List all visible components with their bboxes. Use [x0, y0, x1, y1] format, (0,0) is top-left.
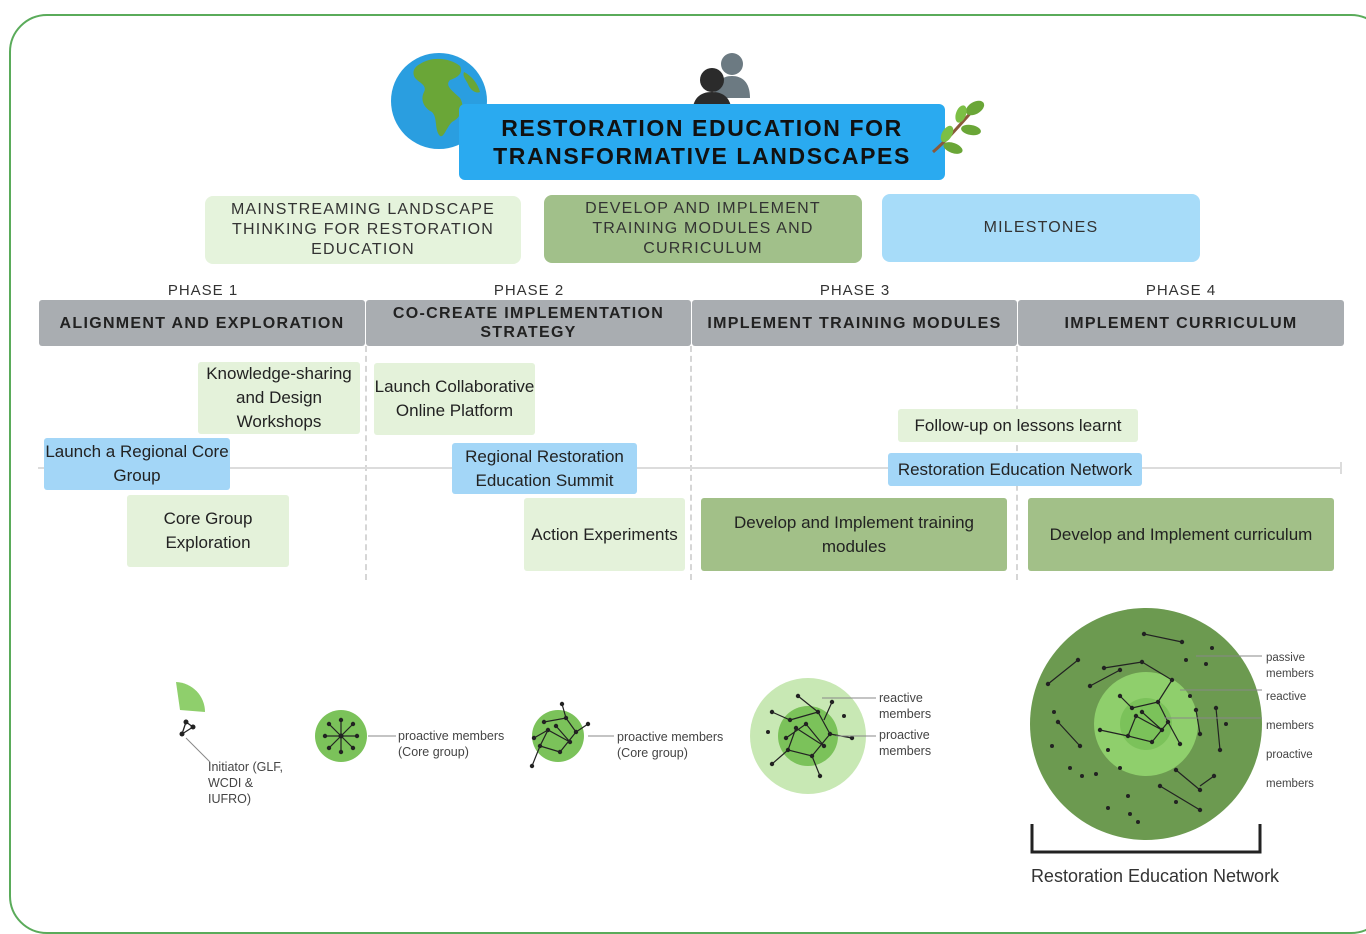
phase-2-label: PHASE 2: [493, 282, 565, 299]
title-line-1: RESTORATION EDUCATION FOR: [501, 115, 903, 141]
timeline-axis: [38, 467, 1342, 469]
activity-core-group-exploration: Core Group Exploration: [127, 495, 289, 567]
category-training: DEVELOP AND IMPLEMENT TRAINING MODULES A…: [544, 195, 862, 263]
page-title: RESTORATION EDUCATION FOR TRANSFORMATIVE…: [459, 114, 945, 170]
phase-1-header: ALIGNMENT AND EXPLORATION: [39, 300, 365, 346]
phase-2-header: CO-CREATE IMPLEMENTATION STRATEGY: [366, 300, 691, 346]
category-mainstreaming: MAINSTREAMING LANDSCAPE THINKING FOR RES…: [205, 196, 521, 264]
phase-divider: [690, 346, 692, 580]
network-stage-3: [529, 701, 614, 769]
reactive-label-4: reactive members: [1266, 691, 1314, 732]
network-title: Restoration Education Network: [1030, 866, 1280, 886]
reactive-label-3: reactive members: [879, 691, 932, 721]
passive-label: passive members: [1266, 652, 1314, 680]
activity-develop-modules: Develop and Implement training modules: [701, 498, 1007, 571]
phase-3-label: PHASE 3: [819, 282, 891, 299]
activity-develop-curriculum: Develop and Implement curriculum: [1028, 498, 1334, 571]
phase-4-label: PHASE 4: [1145, 282, 1217, 299]
activity-action-experiments: Action Experiments: [524, 498, 685, 571]
phase-divider: [365, 346, 367, 580]
proactive-core-label-2: proactive members (Core group): [617, 730, 724, 760]
title-banner: [459, 104, 945, 180]
activity-follow-up: Follow-up on lessons learnt: [898, 409, 1138, 442]
title-line-2: TRANSFORMATIVE LANDSCAPES: [493, 143, 911, 169]
milestone-launch-core-group: Launch a Regional Core Group: [44, 438, 230, 490]
activity-knowledge-sharing: Knowledge-sharing and Design Workshops: [198, 362, 360, 434]
network-stage-4: [750, 678, 876, 794]
timeline-end-tick: [1340, 462, 1342, 474]
network-stage-2: [315, 710, 396, 762]
proactive-core-label-1: proactive members (Core group): [398, 729, 505, 759]
proactive-label-3: proactive members: [879, 728, 932, 758]
milestone-network: Restoration Education Network: [888, 453, 1142, 486]
leaf-sprig-icon: [932, 100, 985, 154]
milestone-regional-summit: Regional Restoration Education Summit: [452, 443, 637, 494]
phase-3-header: IMPLEMENT TRAINING MODULES: [692, 300, 1017, 346]
proactive-label-4: proactive members: [1266, 749, 1314, 790]
activity-launch-platform: Launch Collaborative Online Platform: [374, 363, 535, 435]
category-milestones: MILESTONES: [882, 194, 1200, 262]
initiator-label: Initiator (GLF, WCDI & IUFRO): [208, 760, 284, 806]
network-stage-1: [176, 682, 211, 763]
network-stage-5: [1030, 608, 1262, 854]
network-illustrations: [176, 608, 1262, 854]
phase-1-label: PHASE 1: [167, 282, 239, 299]
phase-4-header: IMPLEMENT CURRICULUM: [1018, 300, 1344, 346]
